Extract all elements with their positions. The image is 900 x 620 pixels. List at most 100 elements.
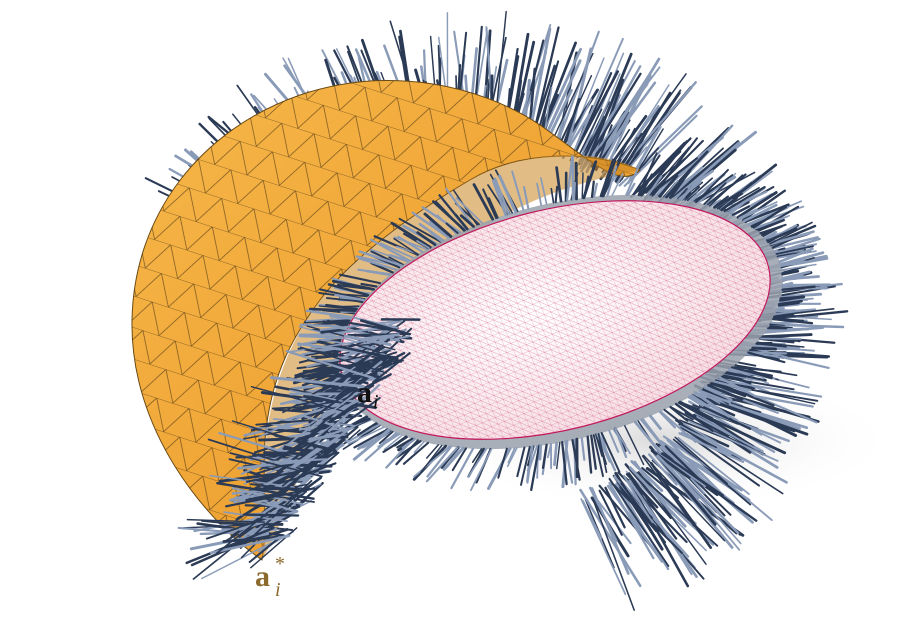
normal-needle [370, 355, 404, 362]
normal-needle [445, 222, 459, 235]
normal-needle [322, 395, 368, 419]
normal-needle [487, 197, 499, 219]
normal-needle [778, 299, 803, 306]
normal-needle [550, 187, 555, 204]
normal-needle [779, 259, 805, 266]
normal-needle [566, 155, 574, 202]
normal-needle [389, 254, 410, 262]
normal-needle [383, 434, 403, 451]
normal-needle [624, 425, 645, 466]
normal-needle [709, 382, 754, 398]
normal-needle [177, 526, 269, 537]
normal-needle [369, 238, 411, 262]
normal-needle [421, 206, 462, 234]
normal-needle [372, 352, 411, 384]
normal-needle [327, 283, 370, 297]
normal-needle [541, 443, 548, 470]
inner-surface-label: ai [357, 378, 379, 413]
normal-needle [698, 389, 731, 404]
normal-needle [522, 185, 530, 210]
normal-needle [471, 448, 483, 464]
normal-needle [772, 314, 795, 319]
normal-needle [438, 194, 469, 231]
normal-needle [248, 536, 281, 564]
normal-needle [323, 351, 398, 376]
normal-needle [755, 341, 773, 345]
normal-needle [580, 437, 586, 461]
normal-needle [360, 282, 378, 288]
normal-needle [753, 214, 790, 229]
outer-surface-label-subscript: i [275, 579, 281, 601]
normal-needles-front [177, 152, 831, 580]
normal-needle [398, 217, 442, 243]
normal-needle [597, 432, 617, 472]
normal-needle [713, 380, 752, 392]
normal-needle [679, 426, 718, 449]
normal-needle [472, 183, 495, 221]
normal-needle [590, 180, 595, 199]
normal-needle [526, 445, 534, 484]
normal-needle [703, 398, 796, 433]
normal-needle [641, 455, 696, 528]
normal-needle [731, 205, 751, 216]
normal-needle [371, 351, 406, 371]
normal-needle [729, 199, 747, 215]
normal-needle [397, 235, 424, 253]
normal-needle [687, 395, 705, 407]
normal-needle [598, 489, 623, 536]
normal-needle [530, 444, 541, 492]
normal-needle [608, 478, 670, 567]
normal-needle [358, 250, 403, 267]
normal-needle [561, 441, 568, 486]
normal-needle [229, 452, 323, 478]
normal-needle [216, 481, 315, 500]
normal-needle [225, 487, 316, 508]
normal-needle [467, 448, 488, 478]
normal-needle [239, 492, 296, 512]
normal-needle [335, 293, 368, 298]
normal-needle [334, 293, 365, 302]
normal-needle [511, 170, 525, 211]
inner-ellipsoid-mesh [340, 201, 770, 439]
normal-needle [257, 435, 349, 442]
normal-needle [583, 175, 590, 199]
normal-needle [434, 200, 465, 232]
normal-needle [332, 279, 375, 291]
normal-needle [703, 386, 733, 401]
normal-needle [781, 269, 800, 276]
normal-needle [451, 447, 467, 472]
normal-needle [252, 487, 311, 491]
normal-needle [646, 175, 663, 197]
normal-needle [604, 486, 626, 529]
normal-needle [538, 444, 543, 461]
normal-needle [343, 320, 395, 332]
normal-needle [744, 203, 790, 223]
normal-needle [425, 444, 440, 459]
normal-needle [274, 433, 337, 453]
normal-needle [587, 72, 642, 159]
normal-needle [238, 516, 267, 538]
normal-needle [633, 420, 662, 454]
normal-needle [310, 451, 340, 477]
normal-needle [540, 177, 548, 205]
normal-needle [696, 415, 759, 451]
normal-needle [666, 439, 729, 501]
normal-needle [593, 495, 632, 545]
normal-needle [396, 437, 414, 449]
normal-needle [589, 66, 661, 159]
normal-needle [588, 486, 618, 543]
normal-needle [580, 498, 627, 596]
normal-needle [781, 275, 820, 281]
normal-needle [691, 185, 709, 202]
normal-needle [446, 446, 461, 468]
normal-needle [340, 325, 396, 361]
normal-needle [601, 159, 617, 198]
normal-needle [774, 309, 807, 316]
normal-needle [370, 249, 409, 263]
normal-needle [429, 231, 442, 243]
normal-needle [747, 351, 786, 364]
normal-needle [186, 518, 266, 523]
normal-needle [507, 447, 516, 464]
normal-needle [663, 408, 684, 425]
